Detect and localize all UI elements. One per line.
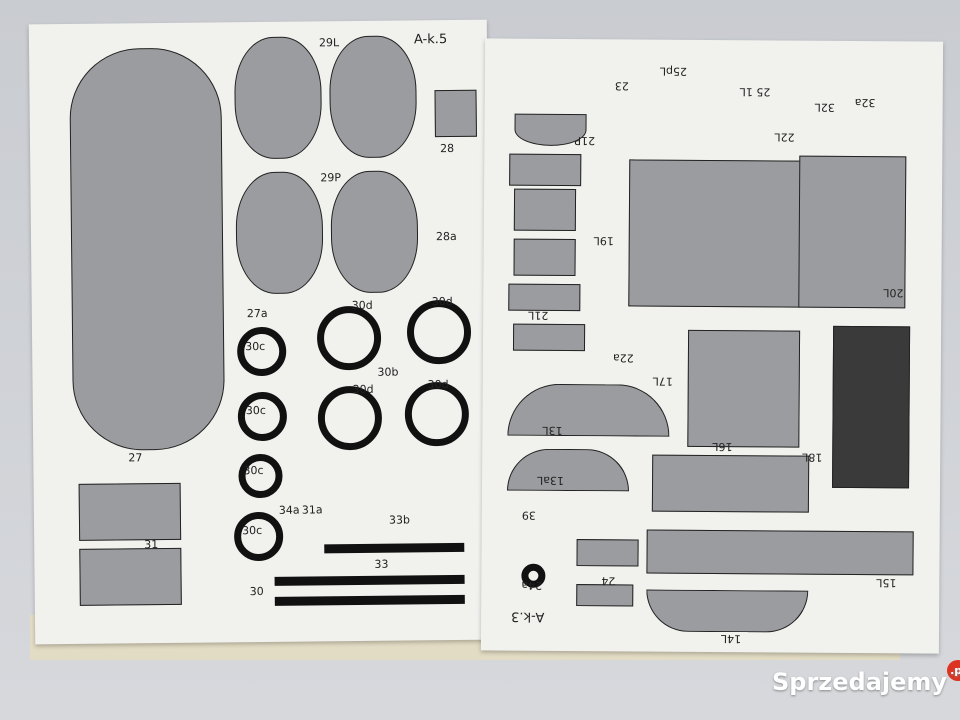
label: 18L	[802, 450, 823, 464]
label: 25 1L	[739, 85, 771, 99]
part-24	[576, 539, 639, 567]
label: 28	[440, 141, 455, 156]
label: 23	[614, 79, 629, 93]
tail-part	[233, 36, 323, 160]
watermark-brand: Sprzedajemy	[772, 668, 948, 696]
tail-part	[235, 171, 324, 295]
label: 32L	[814, 100, 835, 114]
label: 24a	[521, 578, 543, 592]
right-sheet: A-k.3 25pL 23 21P 25 1L 22L 32L 32a 19L …	[480, 38, 944, 654]
label: 34a	[278, 503, 300, 517]
label: 16L	[712, 440, 733, 454]
watermark-logo: Sprzedajemy.pl	[772, 660, 960, 696]
part-17L	[687, 329, 801, 448]
label: 14L	[720, 632, 742, 646]
label: 30c	[245, 403, 266, 418]
label: 13aL	[537, 473, 564, 487]
label: 29P	[320, 171, 342, 185]
watermark-suffix: .pl	[947, 660, 960, 681]
part-28	[434, 89, 477, 138]
label: 33b	[388, 513, 411, 527]
part-14L	[646, 589, 809, 633]
wheel	[406, 299, 472, 365]
part	[513, 188, 577, 232]
label: 30d	[352, 382, 374, 397]
part-24	[576, 584, 634, 607]
part	[509, 153, 582, 187]
wheel	[316, 305, 382, 371]
sheet-title: A-k.5	[413, 32, 448, 48]
label: 21P	[574, 134, 596, 148]
strip-33	[324, 542, 465, 554]
label: 30c	[243, 463, 264, 478]
part	[513, 238, 576, 277]
part-31	[79, 547, 182, 606]
label: 30	[249, 584, 264, 599]
label: 21L	[528, 308, 549, 322]
part	[508, 283, 581, 312]
label: 15L	[876, 576, 897, 590]
label: 30c	[242, 523, 263, 538]
label: 31a	[301, 503, 323, 517]
label: 24	[601, 574, 616, 588]
label: 30d	[431, 294, 453, 309]
label: 30b	[377, 365, 399, 379]
part-13aL	[506, 448, 630, 492]
part-13L	[507, 383, 670, 437]
label: 19L	[593, 234, 614, 248]
label: 28a	[435, 229, 457, 244]
label: 31	[144, 538, 159, 552]
label: 32a	[854, 95, 876, 110]
wing-part	[69, 47, 226, 451]
wheel	[404, 381, 470, 447]
tail-part	[328, 35, 418, 159]
label: 27a	[246, 306, 268, 321]
left-sheet: A-k.5 29L 29P 28 28a 27 27a 30d 30d 30d …	[28, 19, 494, 645]
label: 30d	[351, 298, 373, 313]
part-15L	[646, 529, 914, 576]
part	[512, 323, 586, 352]
label: 27	[128, 451, 143, 465]
fuselage-part-19L	[628, 159, 802, 308]
label: 30d	[427, 378, 449, 392]
part-18L	[832, 325, 911, 489]
label: 29L	[318, 36, 340, 50]
label: 30c	[245, 339, 266, 354]
sheet-title: A-k.3	[511, 608, 545, 624]
label: 39	[521, 508, 536, 522]
label: 25pL	[659, 64, 688, 78]
label: 13L	[542, 423, 563, 437]
label: 20L	[883, 286, 904, 300]
label: 22a	[612, 351, 634, 365]
label: 17L	[652, 374, 673, 388]
tail-part	[330, 170, 419, 294]
strip-30	[274, 574, 465, 586]
part-16L	[651, 454, 810, 513]
label: 22L	[774, 130, 795, 144]
label: 33	[374, 557, 389, 571]
part-31	[78, 482, 182, 541]
strip-30	[274, 594, 465, 606]
